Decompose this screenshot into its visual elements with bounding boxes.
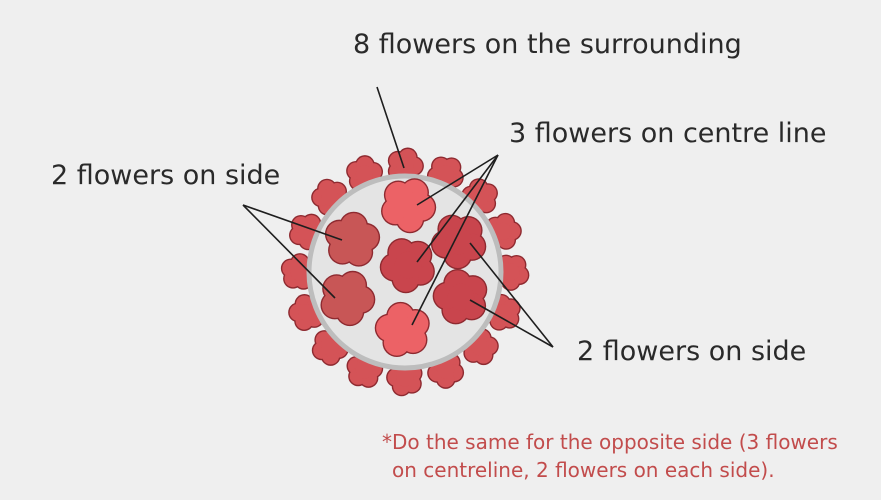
label-centre-line-flowers: 3 flowers on centre line [509, 120, 827, 147]
label-right-side-flowers: 2 flowers on side [577, 338, 806, 365]
label-left-side-flowers: 2 flowers on side [51, 162, 280, 189]
label-surrounding-flowers: 8 flowers on the surrounding [353, 31, 742, 58]
note-line-2: on centreline, 2 flowers on each side). [382, 456, 838, 484]
instruction-note: *Do the same for the opposite side (3 fl… [382, 428, 838, 484]
note-line-1: *Do the same for the opposite side (3 fl… [382, 428, 838, 456]
